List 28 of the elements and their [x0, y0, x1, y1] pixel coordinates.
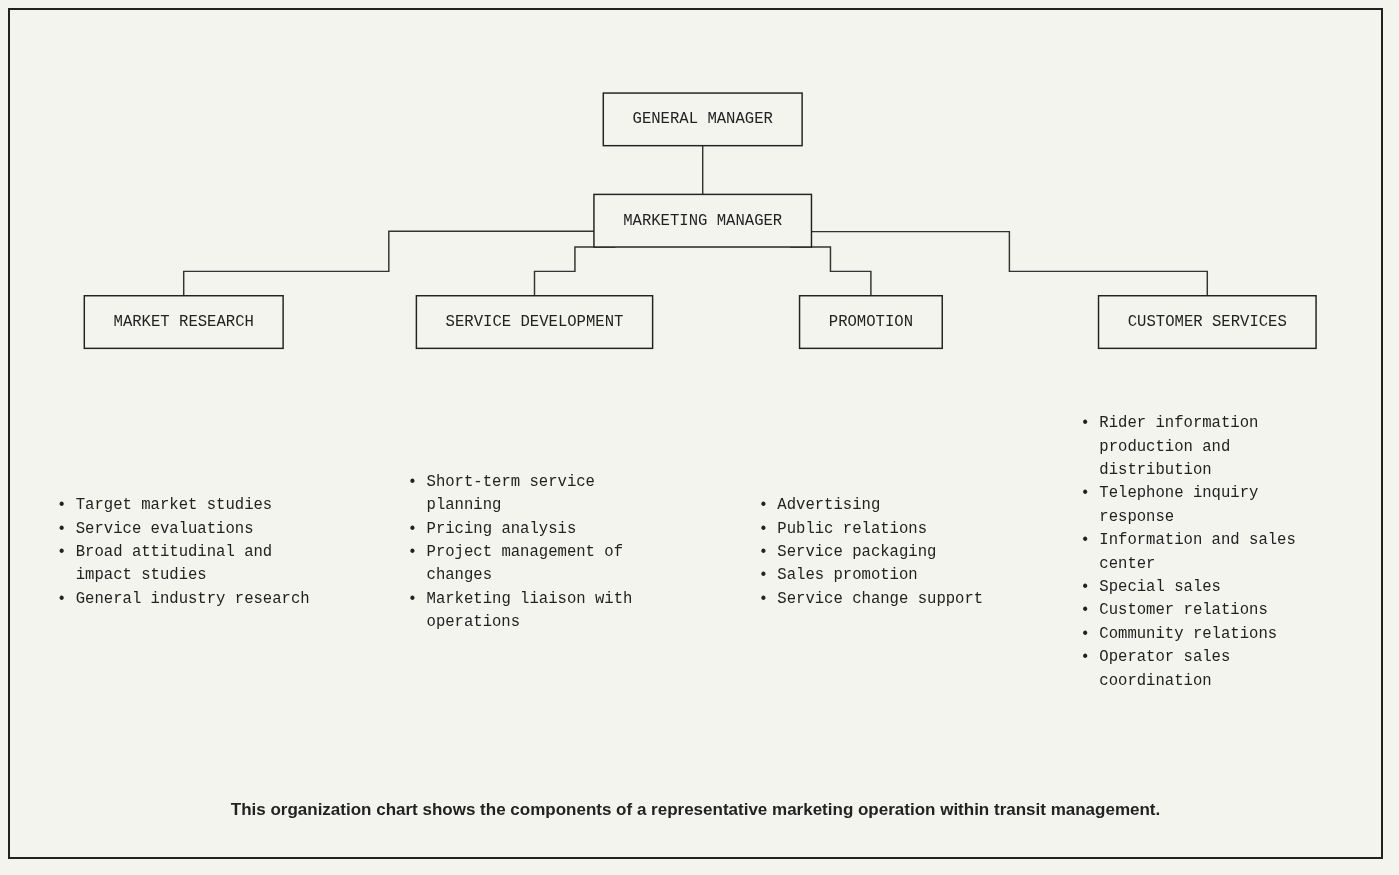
node-label: • Telephone inquiry response — [1080, 484, 1259, 526]
node-label: • Project management of changes — [407, 543, 624, 585]
node-box: PROMOTION — [798, 295, 943, 350]
node-label: • Community relations — [1080, 625, 1278, 643]
node-label: • Pricing analysis — [407, 519, 577, 538]
node-box: CUSTOMER SERVICES — [1097, 295, 1317, 350]
node-box: MARKET RESEARCH — [83, 295, 284, 350]
node-label: • Marketing liaison with operations — [407, 590, 633, 631]
node-label: • General industry research — [57, 590, 310, 608]
node-label: • Special sales — [1080, 578, 1221, 596]
node-label: • Customer relations — [1080, 601, 1268, 620]
node-label: • Operator sales coordination — [1080, 648, 1231, 690]
connector — [701, 144, 704, 196]
node-label: • Broad attitudinal and impact studies — [57, 543, 273, 585]
node-label: • Target market studies — [57, 496, 273, 515]
node-label: • Sales promotion — [758, 566, 918, 585]
node-box: MARKETING MANAGER — [593, 193, 813, 248]
caption: This organization chart shows the components of a representative marketing operation within transit management. — [229, 800, 1162, 820]
node-label: • Service evaluations — [57, 519, 254, 538]
node-label: • Advertising — [758, 496, 881, 515]
node-box: GENERAL MANAGER — [602, 92, 803, 147]
node-label: • Information and sales center — [1080, 531, 1296, 573]
node-label: • Service change support — [758, 590, 984, 608]
node-label: • Rider information production and distribution — [1080, 414, 1259, 479]
node-box: SERVICE DEVELOPMENT — [415, 295, 654, 350]
node-label: • Service packaging — [758, 543, 937, 561]
node-label: • Public relations — [758, 519, 928, 538]
node-label: • Short-term service planning — [407, 473, 595, 515]
